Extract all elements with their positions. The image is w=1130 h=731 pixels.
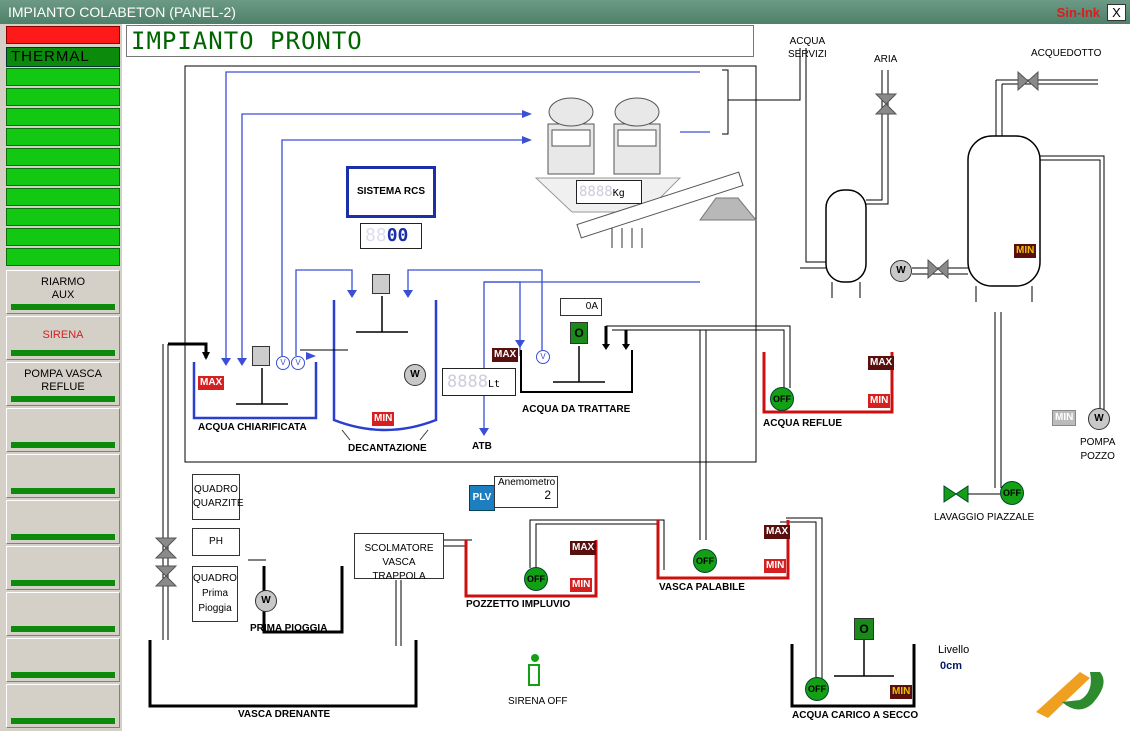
window-title: IMPIANTO COLABETON (PANEL-2)	[8, 4, 236, 20]
button-indicator	[11, 396, 115, 402]
valve-sensor: V	[536, 350, 550, 364]
pump-w[interactable]: W	[404, 364, 426, 386]
button-indicator	[11, 442, 115, 448]
aria-label: ARIA	[874, 54, 898, 65]
aux-button[interactable]	[6, 500, 120, 544]
min-level-tag: MIN	[1014, 244, 1037, 258]
min-level-tag: MIN	[868, 394, 891, 408]
mixer-motor-on[interactable]: O	[854, 618, 874, 640]
vasca-palabile-label: VASCA PALABILE	[659, 582, 745, 593]
sistema-rcs-panel[interactable]: SISTEMA RCS	[346, 166, 436, 218]
pozzetto-pump[interactable]: OFF	[524, 567, 548, 591]
max-level-tag: MAX	[570, 541, 597, 555]
mixer-motor[interactable]	[252, 346, 270, 366]
alarm-indicator	[6, 26, 120, 44]
mixer-motor-on[interactable]: O	[570, 322, 588, 344]
window-title-bar: IMPIANTO COLABETON (PANEL-2) Sin-Ink X	[0, 0, 1130, 24]
button-indicator	[11, 580, 115, 586]
pozzetto-impluvio-label: POZZETTO IMPLUVIO	[466, 599, 571, 610]
aux-button[interactable]	[6, 454, 120, 498]
brand-label: Sin-Ink	[1056, 5, 1100, 20]
acqua-reflue-pump[interactable]: OFF	[770, 387, 794, 411]
led-indicator	[6, 108, 120, 126]
anemometro-panel: Anemometro 2	[494, 476, 558, 508]
acqua-reflue-label: ACQUA REFLUE	[763, 418, 843, 429]
button-indicator	[11, 534, 115, 540]
max-level-tag: MAX	[764, 525, 791, 539]
vasca-drenante-label: VASCA DRENANTE	[238, 709, 331, 720]
pompa-pozzo-label: POMPA POZZO	[1080, 437, 1116, 462]
button-indicator	[11, 718, 115, 724]
min-level-tag: MIN	[890, 685, 913, 699]
sirena-off-label: SIRENA OFF	[508, 696, 568, 707]
aux-button[interactable]	[6, 408, 120, 452]
acqua-chiarificata-label: ACQUA CHIARIFICATA	[198, 422, 307, 433]
ph-panel[interactable]: PH	[192, 528, 240, 556]
led-indicator	[6, 208, 120, 226]
button-indicator	[11, 488, 115, 494]
acquedotto-label: ACQUEDOTTO	[1031, 48, 1102, 59]
pompa-pozzo-pump[interactable]: W	[1088, 408, 1110, 430]
button-indicator	[11, 304, 115, 310]
decantazione-label: DECANTAZIONE	[348, 443, 427, 454]
led-indicator	[6, 128, 120, 146]
anemometro-label: Anemometro	[498, 477, 556, 488]
scale-display: 8888Kg	[576, 180, 642, 204]
led-indicator	[6, 148, 120, 166]
vasca-palabile-pump[interactable]: OFF	[693, 549, 717, 573]
pompa-vasca-reflue-button[interactable]: POMPA VASCA REFLUE	[6, 362, 120, 406]
max-level-tag: MAX	[868, 356, 895, 370]
status-banner: IMPIANTO PRONTO	[126, 25, 754, 57]
sirena-button[interactable]: SIRENA	[6, 316, 120, 360]
acqua-carico-pump[interactable]: OFF	[805, 677, 829, 701]
button-indicator	[11, 350, 115, 356]
min-level-tag: MIN	[372, 412, 395, 426]
quadro-quarzite-panel[interactable]: QUADRO QUARZITE	[192, 474, 244, 520]
valve-sensor: V	[291, 356, 305, 370]
prima-pioggia-label: PRIMA PIOGGIA	[250, 623, 328, 634]
prima-pioggia-pump[interactable]: W	[255, 590, 277, 612]
riarmo-aux-button[interactable]: RIARMO AUX	[6, 270, 120, 314]
siren-icon[interactable]	[526, 654, 544, 688]
scolmatore-panel[interactable]: SCOLMATORE VASCA TRAPPOLA	[354, 533, 444, 582]
acqua-carico-a-secco-label: ACQUA CARICO A SECCO	[792, 710, 919, 721]
max-level-tag: MAX	[198, 376, 225, 390]
button-indicator	[11, 626, 115, 632]
lavaggio-pump[interactable]: OFF	[1000, 481, 1024, 505]
min-level-tag: MIN	[764, 559, 787, 573]
lavaggio-piazzale-label: LAVAGGIO PIAZZALE	[934, 512, 1035, 523]
aux-button[interactable]	[6, 592, 120, 636]
pump-w[interactable]: W	[890, 260, 912, 282]
acqua-da-trattare-label: ACQUA DA TRATTARE	[522, 404, 631, 415]
led-indicator	[6, 248, 120, 266]
close-button[interactable]: X	[1107, 4, 1126, 21]
litre-display: 8888Lt	[442, 368, 516, 396]
livello-value: 0cm	[940, 658, 970, 674]
min-level-tag: MIN	[1052, 410, 1077, 426]
max-level-tag: MAX	[492, 348, 519, 362]
plv-indicator: PLV	[469, 485, 495, 511]
quadro-prima-pioggia-panel[interactable]: QUADRO Prima Pioggia	[192, 566, 238, 622]
atb-label: ATB	[472, 441, 492, 452]
min-level-tag: MIN	[570, 578, 593, 592]
led-indicator	[6, 68, 120, 86]
led-indicator	[6, 188, 120, 206]
led-indicator	[6, 228, 120, 246]
livello-label: Livello	[938, 644, 970, 656]
anemometro-value: 2	[544, 488, 551, 502]
acqua-servizi-label: ACQUA SERVIZI	[788, 36, 827, 60]
thermal-indicator: THERMAL	[6, 47, 120, 67]
aux-button[interactable]	[6, 546, 120, 590]
led-indicator	[6, 168, 120, 186]
valve-sensor: V	[276, 356, 290, 370]
button-indicator	[11, 672, 115, 678]
aux-button[interactable]	[6, 684, 120, 728]
amp-display: 0A	[560, 298, 602, 316]
rcs-digital-display: 8800	[360, 223, 422, 249]
aux-button[interactable]	[6, 638, 120, 682]
mixer-motor[interactable]	[372, 274, 390, 294]
led-indicator	[6, 88, 120, 106]
